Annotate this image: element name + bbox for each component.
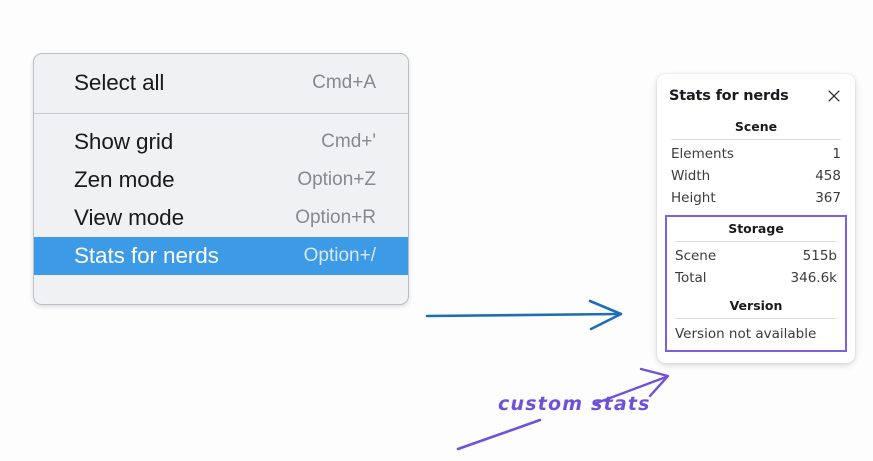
menu-item-shortcut: Option+/ [303,245,376,266]
stat-value: 458 [815,168,841,184]
custom-stats-highlight-box: Storage Scene 515b Total 346.6k Version … [665,215,847,352]
menu-item-shortcut: Option+R [295,207,376,228]
stat-value: 346.6k [790,270,837,286]
menu-group-top: Select all Cmd+A [34,54,408,113]
menu-item-shortcut: Cmd+A [312,72,376,93]
version-section-heading: Version [729,298,783,313]
menu-item-stats-for-nerds[interactable]: Stats for nerds Option+/ [34,237,408,275]
context-menu: Select all Cmd+A Show grid Cmd+' Zen mod… [33,53,409,305]
stat-key: Width [671,168,711,184]
menu-item-zen-mode[interactable]: Zen mode Option+Z [34,161,408,199]
menu-item-label: Zen mode [74,167,175,192]
version-value: Version not available [675,326,817,342]
stat-key: Elements [671,146,734,162]
stat-key: Height [671,190,716,206]
stat-value: 367 [815,190,841,206]
stat-row-height: Height 367 [669,187,843,209]
menu-bottom-padding [34,284,408,304]
stat-row-storage-scene: Scene 515b [673,245,839,267]
version-divider [675,318,837,319]
menu-item-label: Stats for nerds [74,243,219,268]
stat-key: Scene [675,248,717,264]
stat-row-width: Width 458 [669,165,843,187]
scene-divider [671,139,841,140]
stat-value: 515b [802,248,837,264]
menu-item-select-all[interactable]: Select all Cmd+A [34,64,408,102]
stat-row-storage-total: Total 346.6k [673,267,839,289]
menu-item-label: Show grid [74,129,174,154]
panel-title: Stats for nerds [669,88,789,104]
menu-group-bottom: Show grid Cmd+' Zen mode Option+Z View m… [34,114,408,284]
panel-header: Stats for nerds [669,87,843,105]
storage-section-heading: Storage [728,221,784,236]
stat-key: Total [675,270,707,286]
close-icon[interactable] [825,87,843,105]
stats-for-nerds-panel: Stats for nerds Scene Elements 1 Width 4… [657,74,855,363]
menu-item-label: View mode [74,205,184,230]
menu-item-show-grid[interactable]: Show grid Cmd+' [34,123,408,161]
menu-item-label: Select all [74,70,165,95]
handwritten-note: custom stats [498,393,651,415]
scene-section-heading: Scene [734,119,778,134]
storage-divider [675,241,837,242]
stat-value: 1 [832,146,841,162]
menu-item-view-mode[interactable]: View mode Option+R [34,199,408,237]
menu-item-shortcut: Cmd+' [321,131,376,152]
menu-divider [34,113,408,114]
stat-row-elements: Elements 1 [669,143,843,165]
menu-item-shortcut: Option+Z [297,169,376,190]
